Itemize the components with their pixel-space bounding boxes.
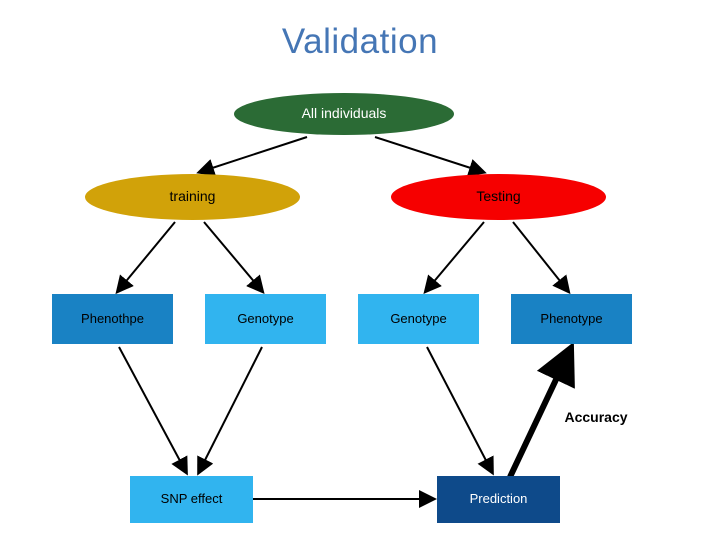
node-genotype-training[interactable]: Genotype bbox=[205, 294, 326, 344]
edge-phenothpe-to-snp-effect bbox=[118, 346, 188, 476]
node-all-individuals[interactable]: All individuals bbox=[234, 93, 454, 135]
edge-genotype-right-to-prediction bbox=[426, 346, 494, 476]
edge-all-to-testing bbox=[374, 136, 487, 177]
node-prediction[interactable]: Prediction bbox=[437, 476, 560, 523]
edge-testing-to-genotype-right bbox=[423, 221, 485, 295]
node-prediction-label: Prediction bbox=[469, 491, 528, 507]
node-genotype-training-label: Genotype bbox=[237, 310, 294, 326]
node-phenothpe[interactable]: Phenothpe bbox=[52, 294, 173, 344]
node-phenotype-label: Phenotype bbox=[540, 310, 603, 326]
edge-training-to-genotype-left bbox=[203, 221, 265, 295]
node-testing[interactable]: Testing bbox=[391, 174, 606, 220]
node-all-individuals-label: All individuals bbox=[301, 105, 387, 122]
node-training-label: training bbox=[169, 188, 216, 205]
edge-training-to-phenothpe bbox=[115, 221, 176, 295]
edge-testing-to-phenotype bbox=[512, 221, 571, 295]
node-phenothpe-label: Phenothpe bbox=[81, 310, 144, 326]
node-training[interactable]: training bbox=[85, 174, 300, 220]
edge-all-to-training bbox=[196, 136, 308, 177]
node-snp-effect[interactable]: SNP effect bbox=[130, 476, 253, 523]
node-genotype-testing[interactable]: Genotype bbox=[358, 294, 479, 344]
node-snp-effect-label: SNP effect bbox=[160, 491, 223, 507]
node-testing-label: Testing bbox=[476, 188, 521, 205]
page-title: Validation bbox=[281, 22, 439, 61]
node-phenotype[interactable]: Phenotype bbox=[511, 294, 632, 344]
accuracy-label: Accuracy bbox=[564, 409, 628, 425]
edge-genotype-left-to-snp-effect bbox=[197, 346, 263, 476]
node-genotype-testing-label: Genotype bbox=[390, 310, 447, 326]
